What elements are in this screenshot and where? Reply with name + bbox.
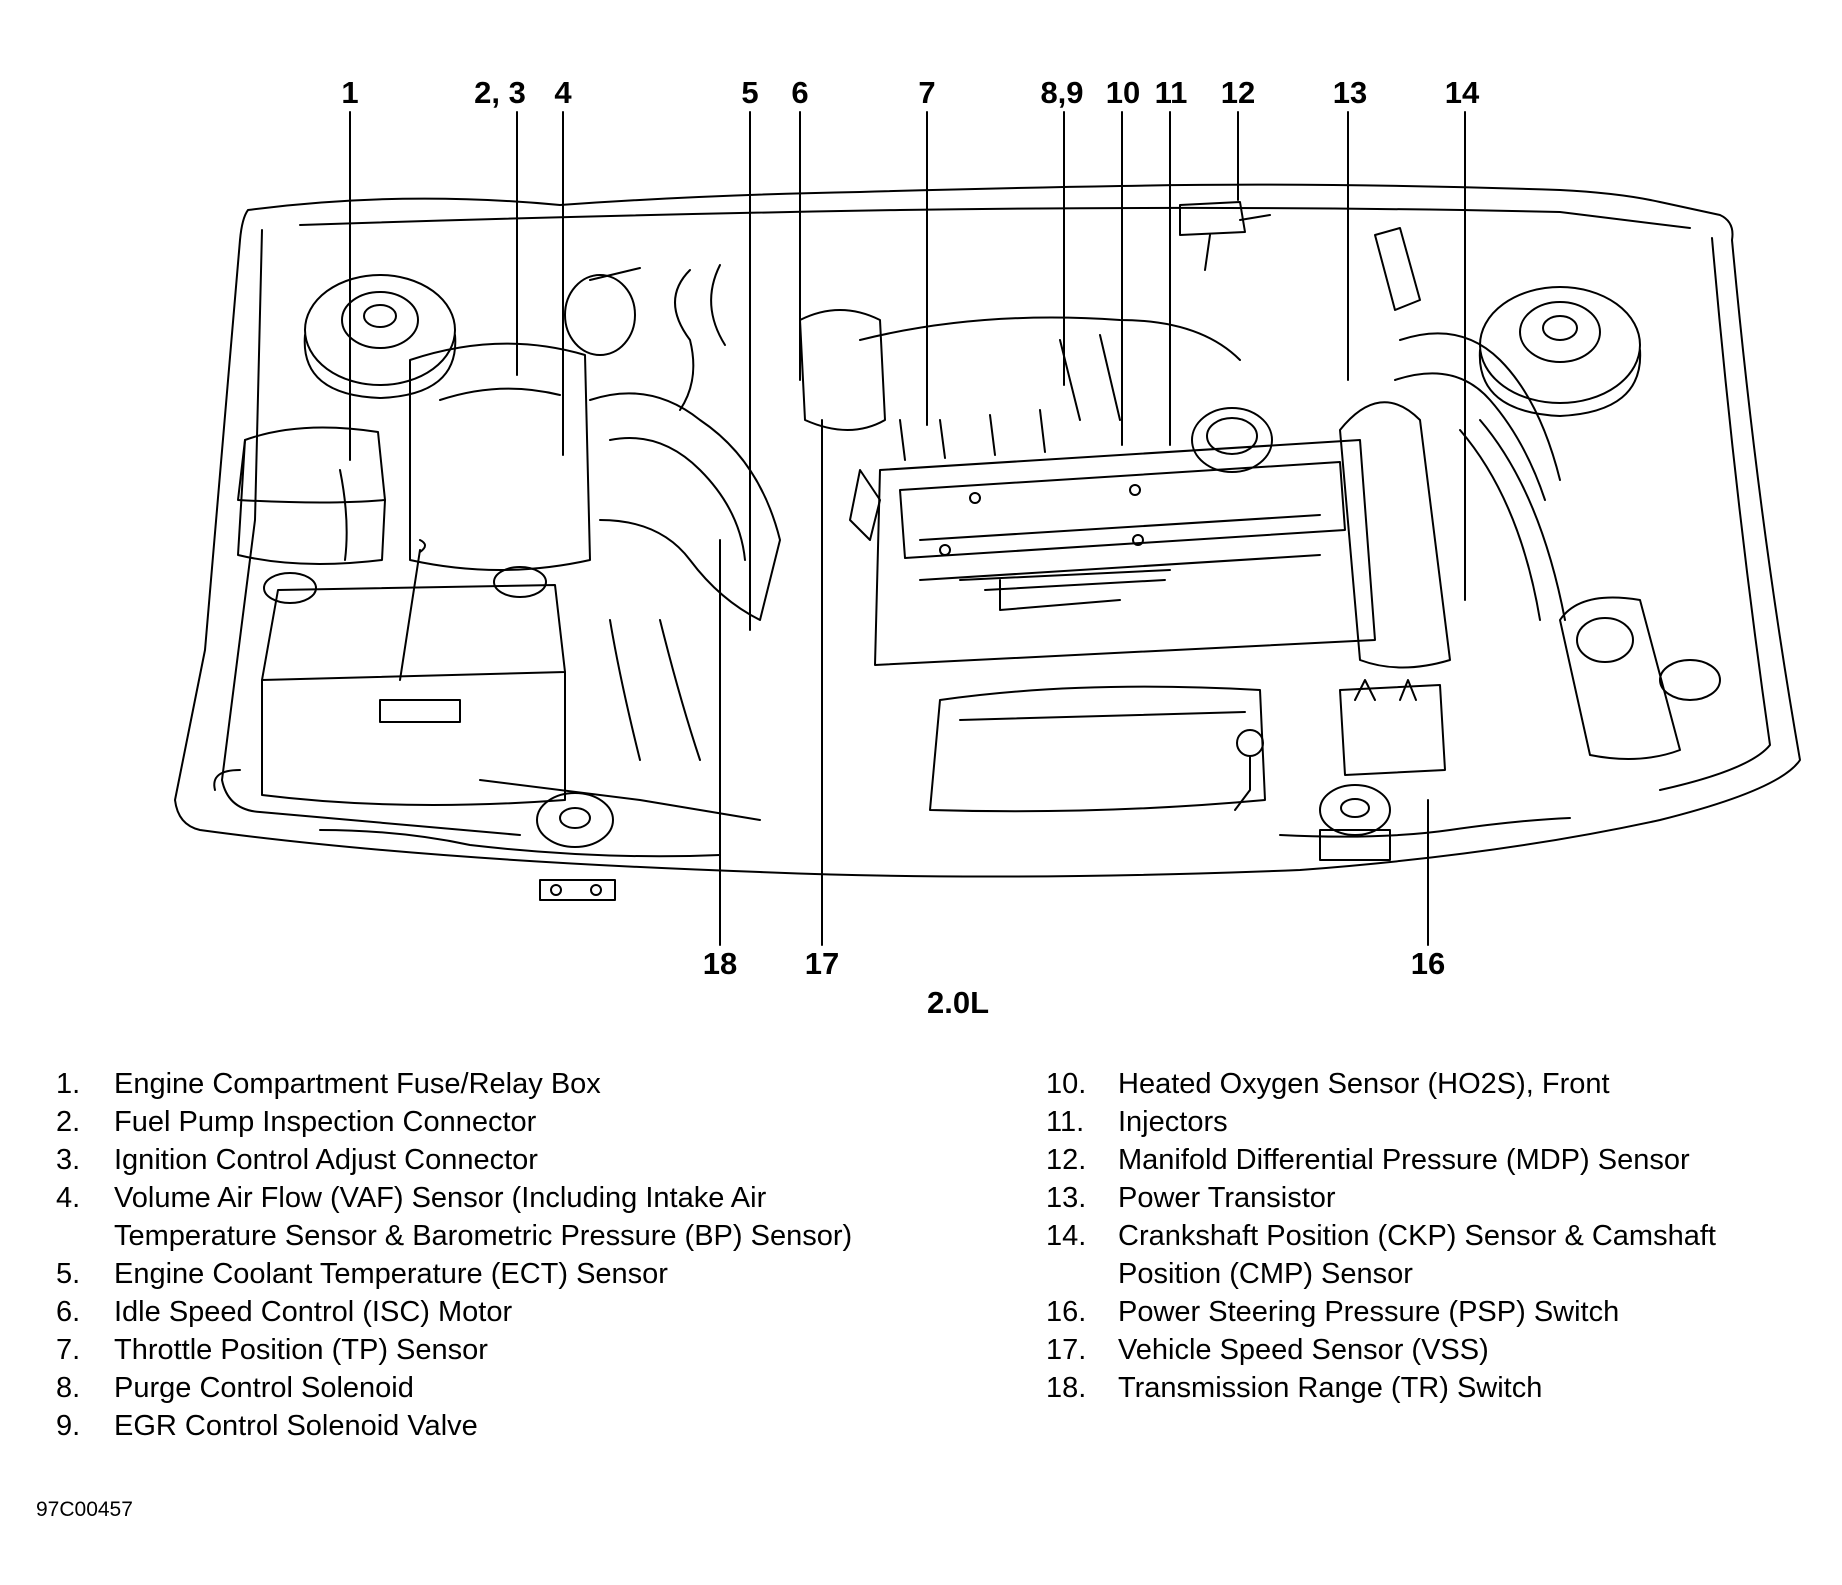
left-strut-tower [304, 274, 456, 386]
callout-18: 18 [702, 946, 738, 981]
engine-bay-outline [174, 183, 1801, 878]
callout-13: 13 [1332, 75, 1368, 110]
legend-num [56, 1217, 114, 1255]
legend-num: 18. [1046, 1372, 1087, 1404]
legend-text: Power Transistor [1118, 1182, 1336, 1214]
callout-8-9: 8,9 [1040, 75, 1084, 110]
wire-harness [479, 779, 761, 821]
legend-text: Transmission Range (TR) Switch [1118, 1372, 1543, 1404]
callout-14: 14 [1444, 75, 1480, 110]
legend-item: 16. Power Steering Pressure (PSP) Switch [1046, 1293, 1716, 1331]
legend-item: Position (CMP) Sensor [1046, 1255, 1716, 1293]
legend-num: 7. [56, 1334, 81, 1366]
legend-item: 14. Crankshaft Position (CKP) Sensor & Ca… [1046, 1217, 1716, 1255]
legend-num: 16. [1046, 1296, 1087, 1328]
callout-5: 5 [741, 75, 759, 110]
legend-num [1046, 1255, 1118, 1293]
figure-code: 97C00457 [36, 1498, 133, 1521]
legend-text: Purge Control Solenoid [114, 1372, 414, 1404]
legend-right: 10. Heated Oxygen Sensor (HO2S), Front 11… [1046, 1065, 1716, 1407]
fuse-relay-box [237, 426, 386, 504]
legend-item: 17. Vehicle Speed Sensor (VSS) [1046, 1331, 1716, 1369]
lower-mount-right [1319, 784, 1391, 836]
legend-num: 9. [56, 1410, 81, 1442]
legend-num: 10. [1046, 1068, 1087, 1100]
intake-duct [589, 392, 781, 621]
intake-manifold [859, 316, 1241, 361]
legend-num: 2. [56, 1106, 81, 1138]
legend-num: 6. [56, 1296, 81, 1328]
power-transistor [1339, 401, 1451, 669]
legend-num: 3. [56, 1144, 81, 1176]
legend-text: Crankshaft Position (CKP) Sensor & Camsh… [1118, 1220, 1716, 1252]
callout-1: 1 [341, 75, 359, 110]
legend-text: Power Steering Pressure (PSP) Switch [1118, 1296, 1620, 1328]
legend-item: 13. Power Transistor [1046, 1179, 1716, 1217]
lower-mount-left [536, 792, 614, 848]
oil-filler-cap [1191, 407, 1273, 473]
legend-text: Injectors [1118, 1106, 1228, 1138]
legend-text: Volume Air Flow (VAF) Sensor (Including … [114, 1182, 767, 1214]
engine-size-label: 2.0L [926, 985, 990, 1020]
legend-text: Manifold Differential Pressure (MDP) Sen… [1118, 1144, 1690, 1176]
radiator-hose [1399, 332, 1561, 481]
legend-text: Fuel Pump Inspection Connector [114, 1106, 537, 1138]
legend-num: 8. [56, 1372, 81, 1404]
legend-item: 11. Injectors [1046, 1103, 1716, 1141]
legend-num: 12. [1046, 1144, 1087, 1176]
legend-item: 8. Purge Control Solenoid [56, 1369, 852, 1407]
coolant-reservoir [1559, 596, 1681, 760]
legend-text: Vehicle Speed Sensor (VSS) [1118, 1334, 1489, 1366]
legend-text: Ignition Control Adjust Connector [114, 1144, 538, 1176]
legend-item: 4. Volume Air Flow (VAF) Sensor (Includin… [56, 1179, 852, 1217]
legend-num: 4. [56, 1182, 81, 1214]
legend-item: 9. EGR Control Solenoid Valve [56, 1407, 852, 1445]
callout-11: 11 [1154, 75, 1188, 110]
legend-item: 1. Engine Compartment Fuse/Relay Box [56, 1065, 852, 1103]
legend-num: 5. [56, 1258, 81, 1290]
throttle-body [799, 309, 886, 431]
legend-text: Position (CMP) Sensor [1118, 1258, 1413, 1290]
power-steering-pump [1339, 684, 1446, 776]
legend-left: 1. Engine Compartment Fuse/Relay Box 2. Fu… [56, 1065, 852, 1445]
callout-4: 4 [554, 75, 572, 110]
legend-num: 14. [1046, 1220, 1087, 1252]
transaxle [929, 685, 1266, 813]
valve-cover [874, 439, 1376, 666]
legend-item: 10. Heated Oxygen Sensor (HO2S), Front [1046, 1065, 1716, 1103]
legend-text: Temperature Sensor & Barometric Pressure… [114, 1220, 853, 1252]
legend-item: 5. Engine Coolant Temperature (ECT) Senso… [56, 1255, 852, 1293]
callout-6: 6 [791, 75, 809, 110]
legend-item: 3. Ignition Control Adjust Connector [56, 1141, 852, 1179]
right-strut-tower [1479, 286, 1641, 404]
legend-item: 2. Fuel Pump Inspection Connector [56, 1103, 852, 1141]
legend-num: 11. [1046, 1106, 1085, 1138]
legend-text: EGR Control Solenoid Valve [114, 1410, 478, 1442]
air-cleaner-housing [409, 342, 591, 571]
legend-text: Throttle Position (TP) Sensor [114, 1334, 488, 1366]
legend-text: Idle Speed Control (ISC) Motor [114, 1296, 513, 1328]
legend-text: Engine Compartment Fuse/Relay Box [114, 1068, 601, 1100]
callout-12: 12 [1220, 75, 1256, 110]
legend-num: 13. [1046, 1182, 1087, 1214]
leader-lines [349, 111, 1466, 946]
callout-17: 17 [804, 946, 840, 981]
battery [261, 584, 566, 681]
callout-7: 7 [918, 75, 936, 110]
mdp-sensor [1179, 201, 1246, 236]
legend-item: 7. Throttle Position (TP) Sensor [56, 1331, 852, 1369]
legend-text: Heated Oxygen Sensor (HO2S), Front [1118, 1068, 1610, 1100]
legend-item: 18. Transmission Range (TR) Switch [1046, 1369, 1716, 1407]
callout-10: 10 [1105, 75, 1141, 110]
legend-text: Engine Coolant Temperature (ECT) Sensor [114, 1258, 668, 1290]
legend-item: 6. Idle Speed Control (ISC) Motor [56, 1293, 852, 1331]
legend-num: 1. [56, 1068, 81, 1100]
callout-2-3: 2, 3 [474, 75, 526, 110]
callout-16: 16 [1410, 946, 1446, 981]
legend-item: Temperature Sensor & Barometric Pressure… [56, 1217, 852, 1255]
legend-num: 17. [1046, 1334, 1087, 1366]
legend-item: 12. Manifold Differential Pressure (MDP) … [1046, 1141, 1716, 1179]
